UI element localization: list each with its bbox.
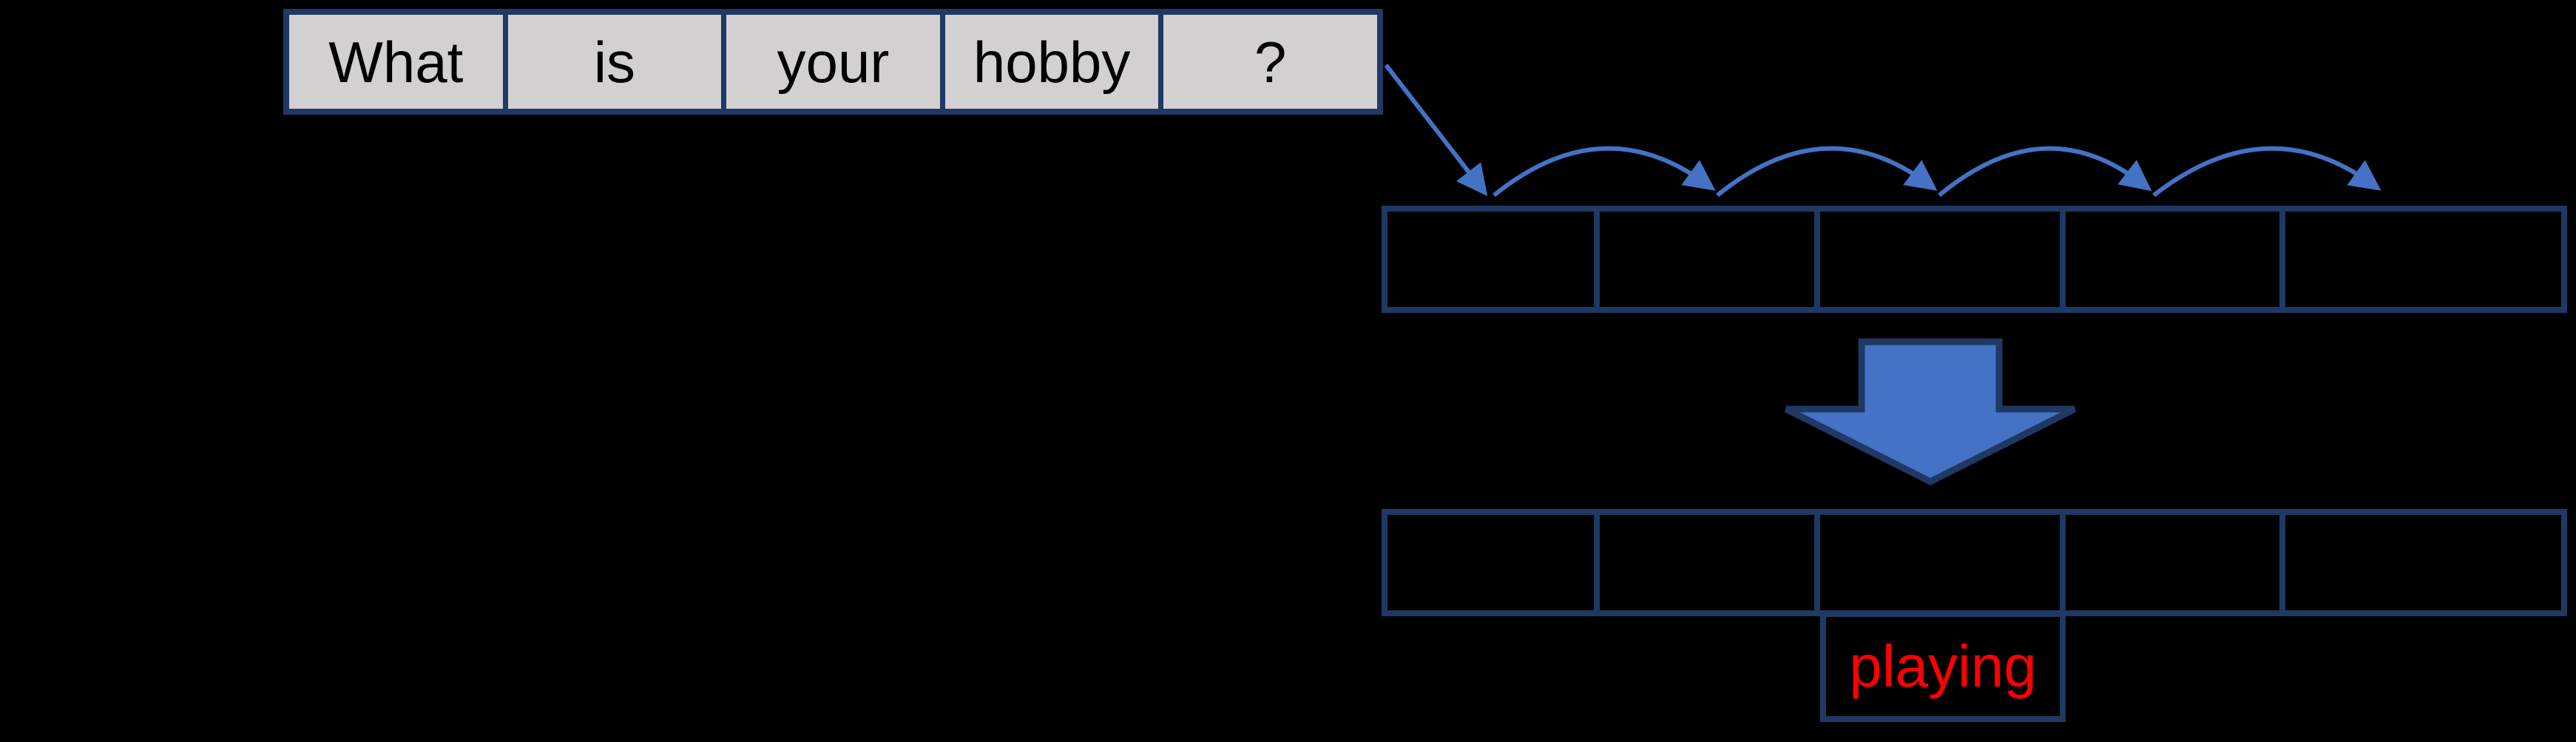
state-cell	[1600, 509, 1820, 616]
big-down-arrow-icon	[1784, 338, 2077, 486]
prediction-box: playing	[1820, 611, 2066, 722]
state-cell	[2285, 206, 2567, 313]
hop-arc-icon	[1716, 146, 1938, 198]
state-row-top	[1382, 206, 2567, 313]
state-cell	[1820, 206, 2066, 313]
sentence-cell-qmark: ?	[1158, 15, 1377, 109]
state-cell	[2066, 206, 2285, 313]
state-cell	[1600, 206, 1820, 313]
hop-arc-icon	[1492, 146, 1716, 198]
state-row-bottom	[1382, 509, 2567, 616]
sentence-cell-your: your	[721, 15, 940, 109]
hop-arc-icon	[1938, 146, 2152, 198]
prediction-label: playing	[1849, 633, 2037, 699]
state-cell	[1382, 206, 1600, 313]
word-label: your	[777, 29, 890, 95]
hop-arc-icon	[2152, 146, 2381, 198]
state-cell	[1382, 509, 1600, 616]
state-cell	[2285, 509, 2567, 616]
sentence-row: What is your hobby ?	[283, 9, 1383, 115]
word-label: ?	[1254, 29, 1287, 95]
sentence-cell-what: What	[289, 15, 503, 109]
word-label: hobby	[973, 29, 1131, 95]
sentence-cell-is: is	[502, 15, 722, 109]
sentence-cell-hobby: hobby	[939, 15, 1159, 109]
diagonal-arrow-icon	[1384, 64, 1488, 197]
state-cell	[1820, 509, 2066, 616]
word-label: is	[593, 29, 636, 95]
state-cell	[2066, 509, 2285, 616]
word-label: What	[328, 29, 464, 95]
